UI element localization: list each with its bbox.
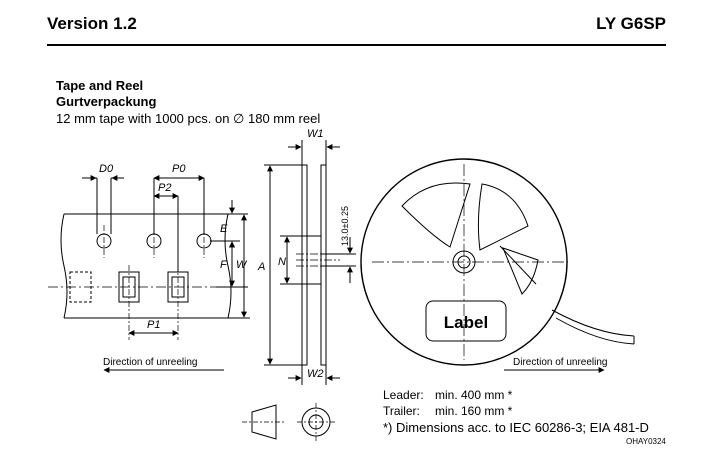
label-P1: P1 bbox=[147, 319, 160, 331]
projection-symbol-icon bbox=[242, 403, 335, 441]
leader-note: Leader: min. 400 mm * bbox=[383, 388, 512, 402]
tape-break-left bbox=[60, 213, 68, 319]
part-number: LY G6SP bbox=[596, 14, 666, 33]
tape-drawing bbox=[48, 175, 250, 373]
label-13mm: 13.0±0.25 bbox=[340, 206, 350, 246]
label-F: F bbox=[220, 259, 228, 271]
tape-break-right bbox=[224, 213, 232, 319]
reel-label-text: Label bbox=[444, 313, 488, 332]
drawing-code: OHAY0324 bbox=[626, 437, 666, 446]
label-E: E bbox=[220, 223, 228, 235]
trailer-note: Trailer: min. 160 mm * bbox=[383, 404, 512, 418]
reel-window bbox=[401, 182, 471, 248]
reel-side-view bbox=[264, 140, 356, 385]
trailer-value: min. 160 mm * bbox=[435, 404, 513, 418]
label-W: W bbox=[236, 259, 248, 271]
reel-window bbox=[477, 183, 529, 251]
label-A: A bbox=[257, 261, 265, 273]
reel-direction-label: Direction of unreeling bbox=[513, 357, 608, 368]
document-version: Version 1.2 bbox=[47, 14, 137, 33]
section-title-german: Gurtverpackung bbox=[56, 94, 157, 109]
trailer-label: Trailer: bbox=[383, 404, 420, 418]
leader-value: min. 400 mm * bbox=[435, 388, 513, 402]
label-D0: D0 bbox=[99, 163, 114, 175]
label-W1: W1 bbox=[307, 128, 324, 140]
label-N: N bbox=[278, 256, 286, 268]
reel-front-view bbox=[360, 158, 635, 373]
label-W2: W2 bbox=[307, 368, 324, 380]
leader-label: Leader: bbox=[383, 388, 424, 402]
tape-direction-label: Direction of unreeling bbox=[103, 357, 198, 368]
section-title: Tape and Reel bbox=[56, 78, 144, 93]
label-P2: P2 bbox=[158, 182, 171, 194]
section-subtitle: 12 mm tape with 1000 pcs. on ∅ 180 mm re… bbox=[56, 111, 321, 126]
label-P0: P0 bbox=[172, 163, 186, 175]
dimension-footnote: *) Dimensions acc. to IEC 60286-3; EIA 4… bbox=[383, 420, 649, 435]
header-rule bbox=[47, 44, 666, 46]
